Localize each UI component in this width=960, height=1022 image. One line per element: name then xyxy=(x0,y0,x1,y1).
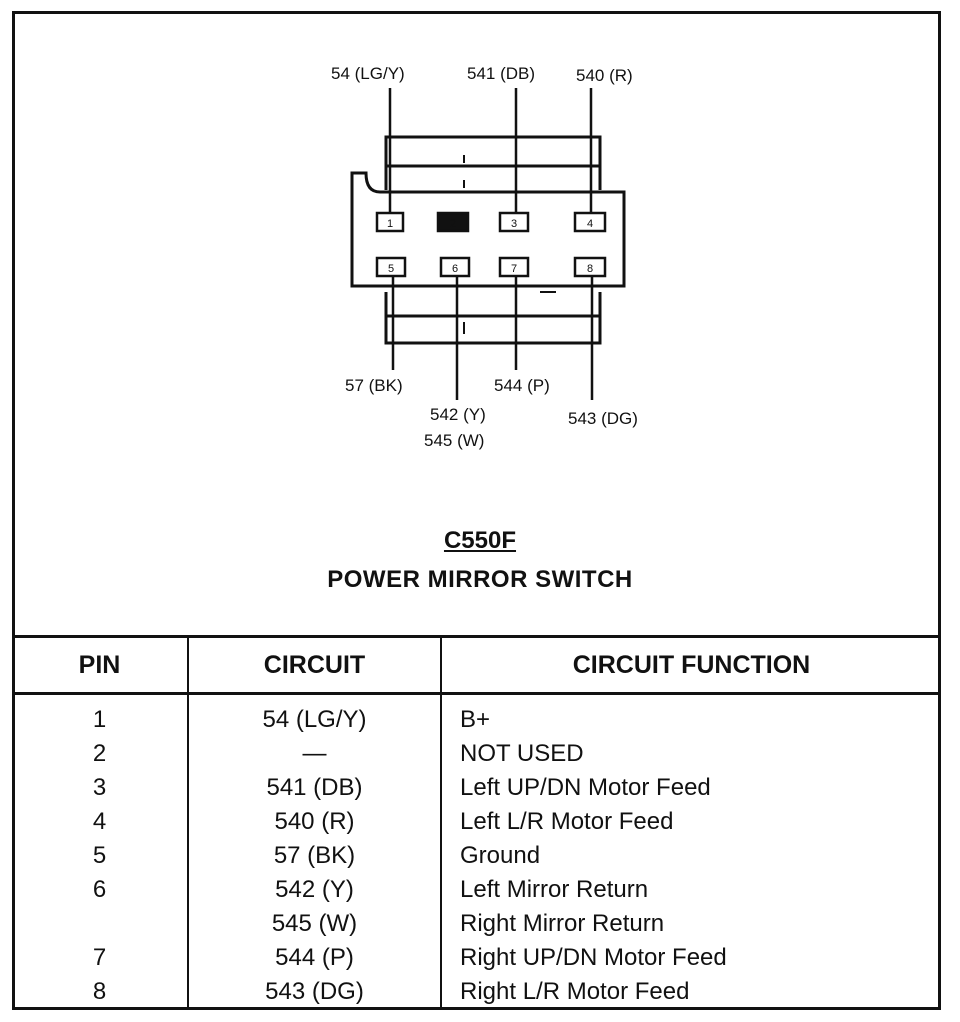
table-row: 3 541 (DB)Left UP/DN Motor Feed xyxy=(12,771,941,805)
cavity-8-label: 8 xyxy=(587,263,593,275)
connector-body xyxy=(350,171,626,293)
table-row: 6 542 (Y)Left Mirror Return xyxy=(12,873,941,907)
connector-diagram: 1 2 3 4 5 6 7 8 54 (LG/Y) 541 ( xyxy=(331,64,638,450)
cavity-4: 4 xyxy=(573,211,607,233)
wire-label-545: 545 (W) xyxy=(424,431,484,450)
function-cell: Left Mirror Return xyxy=(440,873,941,907)
function-cell: Right L/R Motor Feed xyxy=(440,975,941,1009)
pin-cell: 8 xyxy=(92,978,107,1005)
pin-cell: 2 xyxy=(92,740,107,767)
pinout-table: PIN CIRCUIT CIRCUIT FUNCTION 1 54 (LG/Y)B… xyxy=(12,635,941,1009)
pin-cell: 3 xyxy=(92,774,107,801)
function-cell: Ground xyxy=(440,839,941,873)
wire-label-57: 57 (BK) xyxy=(345,376,403,395)
cavity-4-label: 4 xyxy=(587,218,593,230)
function-cell: Right Mirror Return xyxy=(440,907,941,941)
circuit-cell: 540 (R) xyxy=(187,805,441,839)
cavity-2-label: 2 xyxy=(450,218,456,230)
function-cell: Left UP/DN Motor Feed xyxy=(440,771,941,805)
circuit-cell: 544 (P) xyxy=(187,941,441,975)
circuit-cell: 543 (DG) xyxy=(187,975,441,1009)
function-cell: B+ xyxy=(440,693,941,737)
connector-code: C550F xyxy=(443,527,517,554)
wire-label-541: 541 (DB) xyxy=(467,64,535,83)
pin-cell: 6 xyxy=(92,876,107,903)
wire-label-542: 542 (Y) xyxy=(430,405,486,424)
circuit-cell: 57 (BK) xyxy=(187,839,441,873)
wire-label-543: 543 (DG) xyxy=(568,409,638,428)
table-header-row: PIN CIRCUIT CIRCUIT FUNCTION xyxy=(12,635,941,695)
function-cell: NOT USED xyxy=(440,737,941,771)
wire-label-544: 544 (P) xyxy=(494,376,550,395)
table-row: 4 540 (R)Left L/R Motor Feed xyxy=(12,805,941,839)
cavity-6: 6 xyxy=(439,256,471,278)
wire-label-540: 540 (R) xyxy=(576,66,633,85)
table-row: 8 543 (DG)Right L/R Motor Feed xyxy=(12,975,941,1009)
table-body: 1 54 (LG/Y)B+ 2 —NOT USED 3 541 (DB)Left UP/D… xyxy=(12,693,941,1009)
circuit-cell: 541 (DB) xyxy=(187,771,441,805)
cavity-7: 7 xyxy=(498,256,530,278)
cavity-1: 1 xyxy=(375,211,405,233)
cavity-3: 3 xyxy=(498,211,530,233)
table-row: 5 57 (BK)Ground xyxy=(12,839,941,873)
top-leader-lines xyxy=(388,88,593,213)
table-row: 545 (W)Right Mirror Return xyxy=(12,907,941,941)
table-row: 2 —NOT USED xyxy=(12,737,941,771)
cavity-2: 2 xyxy=(436,211,470,233)
bottom-leader-lines xyxy=(391,276,594,400)
cavity-7-label: 7 xyxy=(511,263,517,275)
header-pin: PIN xyxy=(12,635,188,695)
circuit-cell: 545 (W) xyxy=(187,907,441,941)
cavity-6-label: 6 xyxy=(452,263,458,275)
pin-cell: 4 xyxy=(92,808,107,835)
circuit-cell: — xyxy=(187,737,441,771)
pin-cell: 1 xyxy=(92,706,107,733)
table-row: 7 544 (P)Right UP/DN Motor Feed xyxy=(12,941,941,975)
cavity-5-label: 5 xyxy=(388,263,394,275)
pin-cell xyxy=(12,907,188,941)
cavity-8: 8 xyxy=(573,256,607,278)
function-cell: Right UP/DN Motor Feed xyxy=(440,941,941,975)
circuit-cell: 54 (LG/Y) xyxy=(187,693,441,737)
connector-top-latch xyxy=(384,135,602,190)
pin-cell: 5 xyxy=(92,842,107,869)
header-circuit: CIRCUIT xyxy=(187,635,441,695)
table-row: 1 54 (LG/Y)B+ xyxy=(12,693,941,737)
pin-cell: 7 xyxy=(92,944,107,971)
connector-name: POWER MIRROR SWITCH xyxy=(327,566,633,593)
cavity-1-label: 1 xyxy=(387,218,393,230)
connector-bottom-latch xyxy=(384,292,602,345)
circuit-cell: 542 (Y) xyxy=(187,873,441,907)
function-cell: Left L/R Motor Feed xyxy=(440,805,941,839)
wire-label-54: 54 (LG/Y) xyxy=(331,64,405,83)
cavity-3-label: 3 xyxy=(511,218,517,230)
cavity-5: 5 xyxy=(375,256,407,278)
header-function: CIRCUIT FUNCTION xyxy=(440,635,941,695)
